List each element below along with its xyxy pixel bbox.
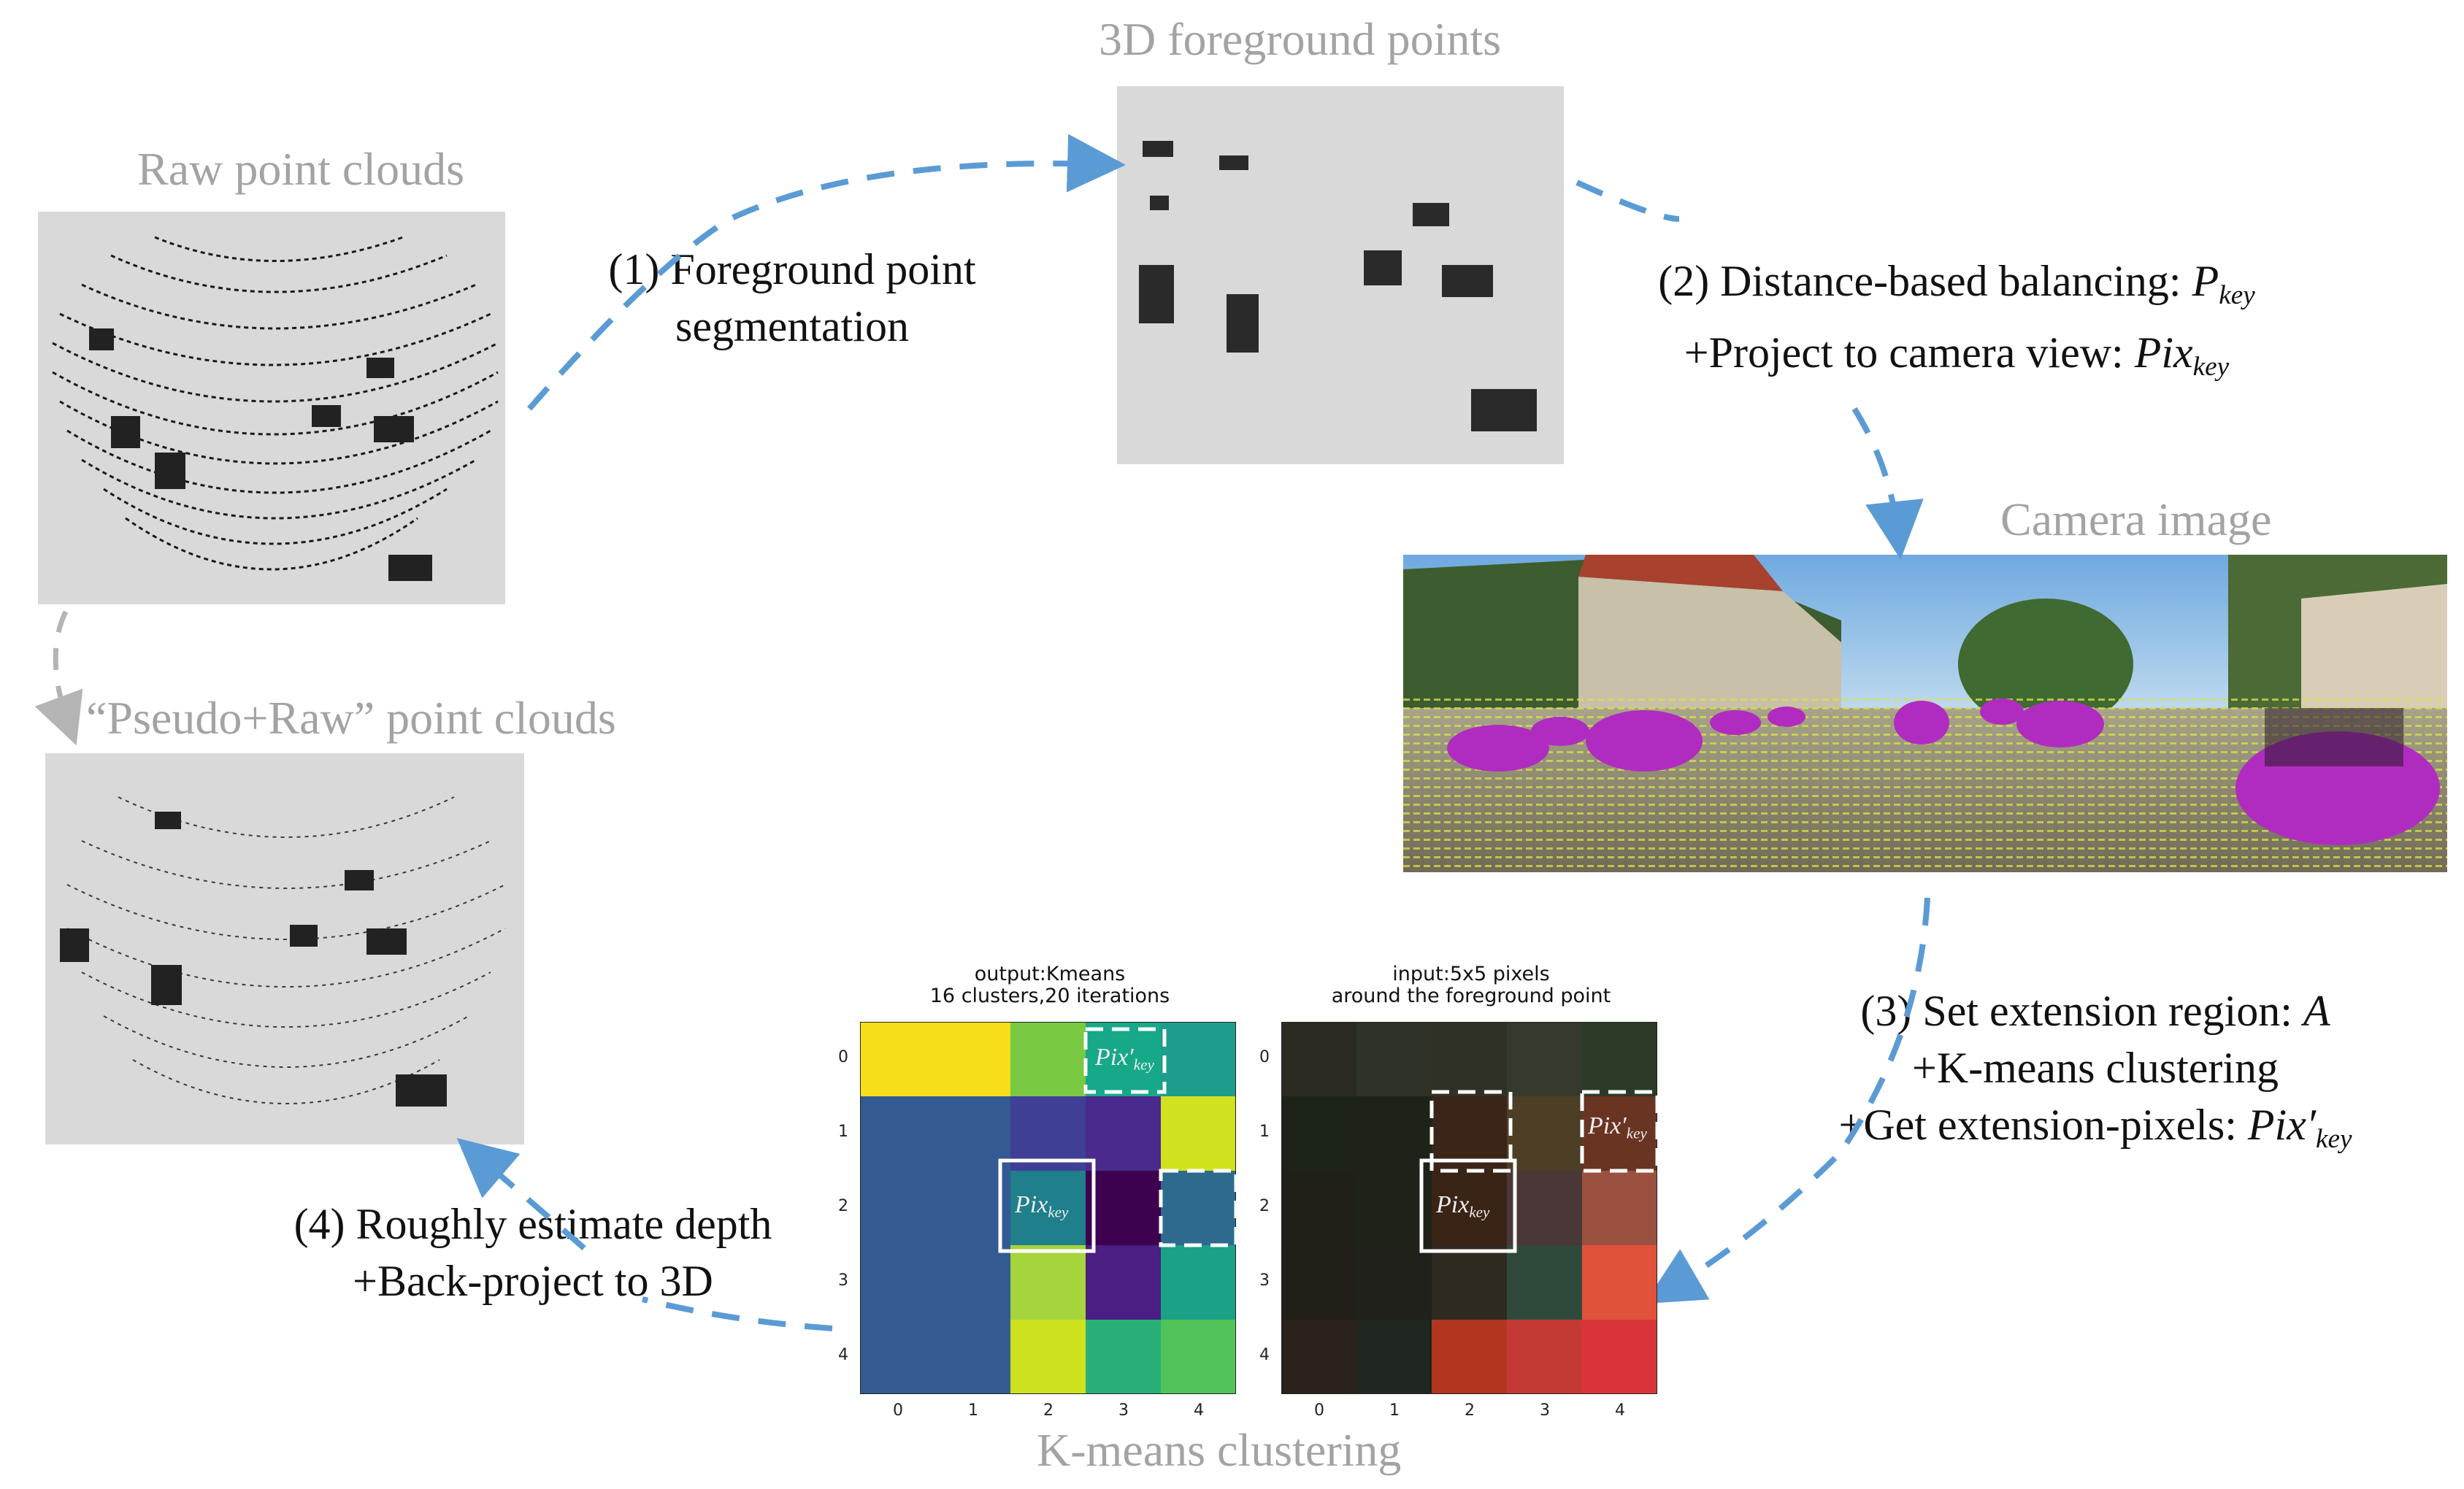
arrow-raw-to-pseudo: [34, 610, 83, 746]
left-heatmap-y-tick-3: 3: [838, 1271, 848, 1290]
step-3-text: (3) Set extension region: A +K-means clu…: [1767, 982, 2424, 1168]
step-2-var-p-sub: key: [2219, 280, 2255, 311]
step-2-text: (2) Distance-based balancing: Pkey +Proj…: [1592, 253, 2322, 396]
kmeans-input-pix-prime-sub: key: [1626, 1124, 1647, 1142]
left-heatmap-x-tick-2: 2: [1043, 1401, 1053, 1420]
kmeans-output-pix-prime-sub: key: [1133, 1055, 1154, 1074]
left-heatmap-y-tick-2: 2: [838, 1197, 848, 1215]
right-heatmap-y-tick-0: 0: [1259, 1048, 1270, 1066]
step-2-var-pix-sub: key: [2192, 352, 2230, 382]
right-heatmap-y-tick-3: 3: [1259, 1271, 1270, 1290]
kmeans-input-grid: [1281, 1021, 1659, 1395]
step-4-line-2: +Back-project to 3D: [353, 1257, 713, 1305]
foreground-points-scan: [1139, 141, 1537, 431]
step-3-var-pix-prime-sub: key: [2315, 1124, 2352, 1155]
arrow-camera-to-kmeans: [1644, 897, 1930, 1304]
left-heatmap-y-tick-0: 0: [838, 1048, 848, 1066]
step-3-var-pix-prime: Pix′: [2247, 1101, 2316, 1149]
step-2-line-1-prefix: (2) Distance-based balancing:: [1658, 257, 2192, 305]
kmeans-output-key-box: [998, 1158, 1096, 1253]
kmeans-input-key-box: [1419, 1158, 1517, 1253]
step-2-var-p: P: [2192, 257, 2219, 305]
kmeans-input-title: input:5x5 pixels around the foreground p…: [1281, 963, 1661, 1007]
kmeans-output-pix-prime-label: Pix′key: [1095, 1044, 1154, 1074]
raw-point-clouds-title: Raw point clouds: [137, 143, 464, 195]
step-3-line-1: (3) Set extension region: A: [1767, 982, 2424, 1039]
kmeans-output-pix-key-label: Pixkey: [1015, 1191, 1068, 1221]
right-heatmap-x-tick-0: 0: [1314, 1401, 1324, 1420]
raw-point-cloud-scan: [52, 236, 499, 581]
step-2-line-2-prefix: +Project to camera view:: [1684, 328, 2135, 377]
step-1-line-2: segmentation: [675, 302, 909, 350]
step-3-line-2: +K-means clustering: [1911, 1044, 2279, 1092]
kmeans-input-pix-prime-var: Pix′: [1588, 1112, 1627, 1139]
camera-image-scene: [1403, 555, 2447, 872]
step-3-var-a: A: [2303, 987, 2330, 1035]
left-heatmap-y-tick-1: 1: [838, 1123, 848, 1141]
step-3-line-1-prefix: (3) Set extension region:: [1860, 987, 2303, 1035]
right-heatmap-x-tick-4: 4: [1615, 1401, 1625, 1420]
pseudo-raw-point-cloud-scan: [60, 796, 506, 1107]
raw-point-cloud-panel: [38, 212, 505, 604]
kmeans-input-title-line-1: input:5x5 pixels: [1392, 963, 1550, 985]
camera-image: [1403, 555, 2447, 872]
kmeans-output-extension-box-top: [1083, 1027, 1167, 1094]
left-heatmap-x-tick-4: 4: [1194, 1401, 1204, 1420]
left-heatmap-x-tick-0: 0: [893, 1401, 903, 1420]
step-1-text: (1) Foreground point segmentation: [577, 241, 1008, 355]
kmeans-clustering-title: K-means clustering: [1037, 1424, 1402, 1476]
step-3-line-3-prefix: +Get extension-pixels:: [1838, 1101, 2248, 1149]
kmeans-input-pix-key-label: Pixkey: [1436, 1191, 1489, 1221]
foreground-points-panel: [1117, 86, 1564, 464]
right-heatmap-y-tick-2: 2: [1259, 1197, 1270, 1215]
pseudo-raw-point-cloud-panel: [45, 753, 524, 1144]
kmeans-output-heatmap: Pixkey Pix′key: [859, 1021, 1238, 1395]
left-heatmap-x-tick-1: 1: [968, 1401, 978, 1420]
kmeans-input-pix-key-sub: key: [1469, 1203, 1490, 1221]
kmeans-output-pix-key-var: Pix: [1015, 1191, 1048, 1218]
kmeans-output-title-line-1: output:Kmeans: [974, 963, 1126, 985]
kmeans-output-title: output:Kmeans 16 clusters,20 iterations: [860, 963, 1240, 1007]
step-2-line-2: +Project to camera view: Pixkey: [1592, 324, 2322, 396]
kmeans-input-title-line-2: around the foreground point: [1331, 985, 1611, 1007]
kmeans-output-pix-prime-var: Pix′: [1095, 1044, 1134, 1071]
left-heatmap-x-tick-3: 3: [1118, 1401, 1129, 1420]
step-3-line-3: +Get extension-pixels: Pix′key: [1767, 1096, 2424, 1168]
right-heatmap-y-tick-1: 1: [1259, 1123, 1270, 1141]
arrow-foreground-to-camera: [1575, 180, 1898, 536]
kmeans-input-pix-key-var: Pix: [1436, 1191, 1470, 1218]
right-heatmap-x-tick-3: 3: [1540, 1401, 1550, 1420]
right-heatmap-y-tick-4: 4: [1259, 1346, 1270, 1364]
arrow-raw-to-foreground: [526, 134, 1126, 411]
arrow-kmeans-to-pseudo: [475, 1153, 833, 1331]
step-4-line-1: (4) Roughly estimate depth: [293, 1200, 772, 1248]
kmeans-input-pix-prime-label: Pix′key: [1588, 1112, 1647, 1142]
right-heatmap-x-tick-1: 1: [1389, 1401, 1400, 1420]
step-2-var-pix: Pix: [2134, 328, 2193, 377]
pseudo-raw-title: “Pseudo+Raw” point clouds: [86, 692, 616, 744]
kmeans-output-grid: [859, 1021, 1238, 1395]
foreground-points-title: 3D foreground points: [1099, 13, 1502, 65]
camera-image-title: Camera image: [2000, 493, 2272, 545]
right-heatmap-x-tick-2: 2: [1465, 1401, 1475, 1420]
step-4-text: (4) Roughly estimate depth +Back-project…: [241, 1196, 825, 1309]
step-1-line-1: (1) Foreground point: [608, 245, 976, 293]
kmeans-input-extension-box-upper: [1429, 1090, 1513, 1173]
kmeans-input-heatmap: Pixkey Pix′key: [1281, 1021, 1659, 1395]
kmeans-output-pix-key-sub: key: [1048, 1203, 1069, 1221]
step-2-line-1: (2) Distance-based balancing: Pkey: [1592, 253, 2322, 324]
left-heatmap-y-tick-4: 4: [838, 1346, 848, 1364]
kmeans-output-title-line-2: 16 clusters,20 iterations: [929, 985, 1170, 1007]
